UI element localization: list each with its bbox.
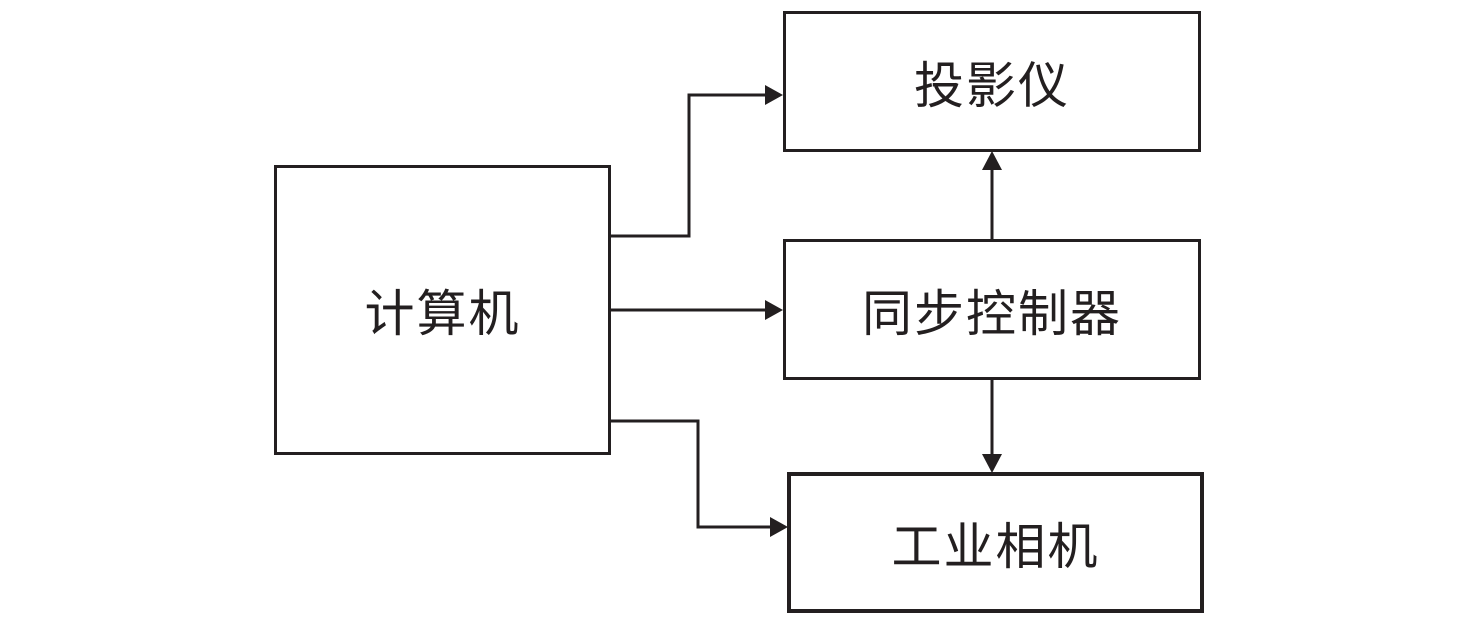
node-projector: 投影仪 xyxy=(783,11,1201,152)
edge-computer-projector xyxy=(609,93,770,238)
node-label: 工业相机 xyxy=(891,517,1100,576)
node-industrial-camera: 工业相机 xyxy=(787,472,1204,613)
node-computer: 计算机 xyxy=(274,165,611,455)
arrowhead xyxy=(770,517,788,537)
node-label: 同步控制器 xyxy=(862,284,1122,343)
arrowhead xyxy=(765,300,783,320)
node-label: 计算机 xyxy=(364,285,521,343)
arrowhead xyxy=(982,454,1002,473)
node-label: 投影仪 xyxy=(914,56,1070,115)
arrowhead xyxy=(982,151,1002,170)
node-sync-controller: 同步控制器 xyxy=(783,239,1201,380)
edge-computer-camera xyxy=(609,419,775,529)
arrowhead xyxy=(765,85,783,105)
